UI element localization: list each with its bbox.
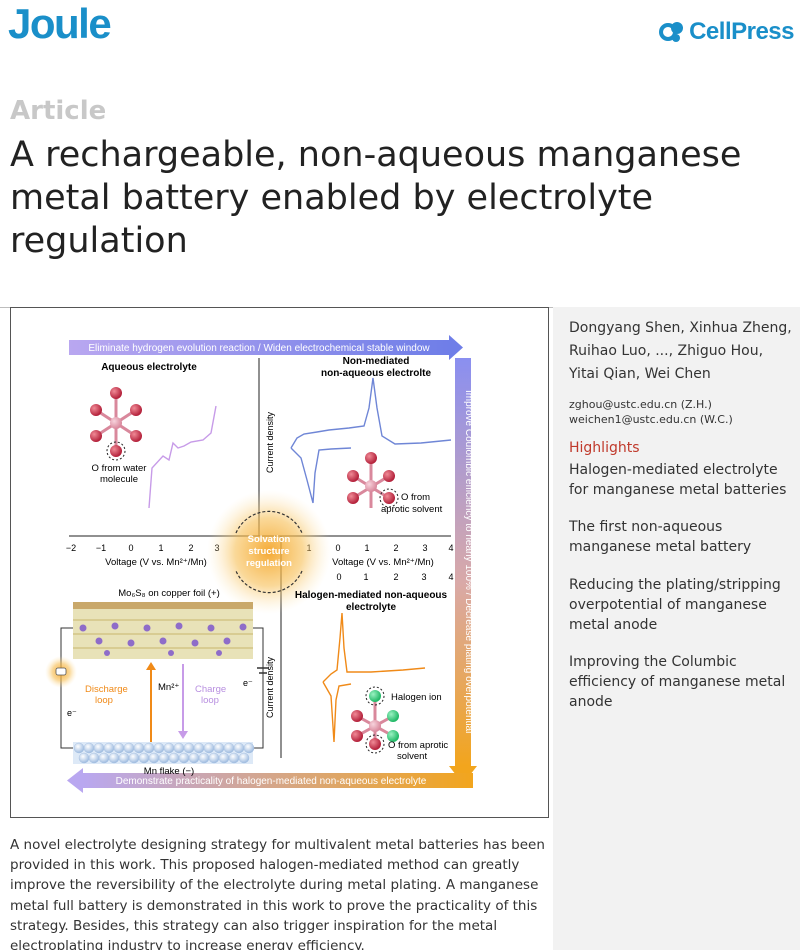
svg-text:2: 2 <box>393 543 398 553</box>
electron-label-right: e⁻ <box>243 678 253 688</box>
bulb-icon <box>55 667 67 676</box>
nonmediated-cv-curve <box>290 377 452 504</box>
top-ylabel: Current density <box>265 411 275 473</box>
graphical-abstract-figure: Eliminate hydrogen evolution reaction / … <box>45 335 477 793</box>
author-list[interactable]: Dongyang Shen, Xinhua Zheng, Ruihao Luo,… <box>569 320 792 382</box>
svg-text:2: 2 <box>393 572 398 582</box>
anode-label: Mn flake (−) <box>144 766 194 777</box>
highlight-item: Reducing the plating/stripping overpoten… <box>569 577 781 633</box>
right-arrow-label: Improve Coulombic efficiency to nearly 1… <box>463 390 474 733</box>
svg-text:2: 2 <box>188 543 193 553</box>
summary-text: A novel electrolyte designing strategy f… <box>10 837 545 950</box>
bottom-arrow-label: Demonstrate practicality of halogen-medi… <box>116 776 427 787</box>
aprotic-molecule <box>347 452 399 508</box>
svg-text:4: 4 <box>448 572 453 582</box>
left-x-label: Voltage (V vs. Mn²⁺/Mn) <box>105 557 207 568</box>
journal-logo[interactable]: Joule <box>8 0 112 47</box>
highlight-item: The first non-aqueous manganese metal ba… <box>569 519 752 555</box>
svg-text:1: 1 <box>158 543 163 553</box>
mn-ion-label: Mn²⁺ <box>158 682 179 693</box>
svg-text:1: 1 <box>363 572 368 582</box>
nonmediated-title-2: non-aqueous electrolte <box>321 368 431 379</box>
aqueous-cv-curve <box>148 405 217 509</box>
publisher-logo[interactable]: CellPress <box>659 18 794 46</box>
publisher-name: CellPress <box>689 18 794 45</box>
halogen-ion-label: Halogen ion <box>391 692 442 703</box>
svg-text:−2: −2 <box>66 543 76 553</box>
solvation-center: Solvation structure regulation <box>207 490 331 614</box>
center-label-3: regulation <box>246 558 292 569</box>
cathode-layer <box>73 602 253 659</box>
halogen-title-1: Halogen-mediated non-aqueous <box>295 590 448 601</box>
discharge-label-1: Discharge <box>85 684 128 695</box>
svg-text:3: 3 <box>422 543 427 553</box>
nonmediated-title-1: Non-mediated <box>343 356 410 367</box>
right-x-label: Voltage (V vs. Mn²⁺/Mn) <box>332 557 434 568</box>
email-1[interactable]: zghou@ustc.edu.cn (Z.H.) <box>569 398 712 411</box>
o-aprotic-b-label-2: solvent <box>397 751 427 762</box>
svg-text:4: 4 <box>448 543 453 553</box>
o-aprotic-label-1: O from <box>401 492 430 503</box>
anode-layer <box>73 742 255 764</box>
right-arrow: Improve Coulombic efficiency to nearly 1… <box>449 358 477 784</box>
graphical-abstract: Eliminate hydrogen evolution reaction / … <box>10 307 549 818</box>
svg-text:3: 3 <box>421 572 426 582</box>
svg-text:0: 0 <box>128 543 133 553</box>
halogen-cv-curve <box>322 612 426 743</box>
sidebar: Dongyang Shen, Xinhua Zheng, Ruihao Luo,… <box>553 307 800 950</box>
discharge-label-2: loop <box>95 695 113 706</box>
aqueous-title: Aqueous electrolyte <box>101 362 197 373</box>
center-label-2: structure <box>248 546 289 557</box>
mid-x-axis: 0 1 2 3 4 <box>336 572 453 582</box>
article-title: A rechargeable, non-aqueous manganese me… <box>10 135 742 261</box>
article-type: Article <box>10 96 107 126</box>
electron-label-left: e⁻ <box>67 708 77 718</box>
email-2[interactable]: weichen1@ustc.edu.cn (W.C.) <box>569 413 733 426</box>
bottom-ylabel: Current density <box>265 656 275 718</box>
cathode-label: Mo₆S₈ on copper foil (+) <box>118 588 220 599</box>
halogen-molecule <box>351 686 399 754</box>
halogen-title-2: electrolyte <box>346 602 396 613</box>
charge-label-2: loop <box>201 695 219 706</box>
svg-text:0: 0 <box>336 572 341 582</box>
cellpress-icon <box>659 22 684 42</box>
top-arrow: Eliminate hydrogen evolution reaction / … <box>69 335 463 360</box>
center-label-1: Solvation <box>248 534 291 545</box>
svg-text:0: 0 <box>335 543 340 553</box>
contact-emails: zghou@ustc.edu.cn (Z.H.) weichen1@ustc.e… <box>569 397 795 427</box>
highlight-item: Improving the Columbic efficiency of man… <box>569 654 786 710</box>
highlight-item: Halogen-mediated electrolyte for mangane… <box>569 462 787 498</box>
o-water-label-1: O from water <box>92 463 147 474</box>
aqueous-molecule <box>90 387 142 461</box>
o-aprotic-label-2: aprotic solvent <box>381 504 443 515</box>
top-arrow-label: Eliminate hydrogen evolution reaction / … <box>88 343 430 354</box>
charge-label-1: Charge <box>195 684 226 695</box>
o-water-label-2: molecule <box>100 474 138 485</box>
o-aprotic-b-label-1: O from aprotic <box>388 740 448 751</box>
bottom-arrow: Demonstrate practicality of halogen-medi… <box>67 768 473 793</box>
svg-text:−1: −1 <box>96 543 106 553</box>
left-x-axis: −2 −1 0 1 2 3 <box>66 543 220 553</box>
svg-text:1: 1 <box>364 543 369 553</box>
highlights-heading: Highlights <box>569 440 640 456</box>
